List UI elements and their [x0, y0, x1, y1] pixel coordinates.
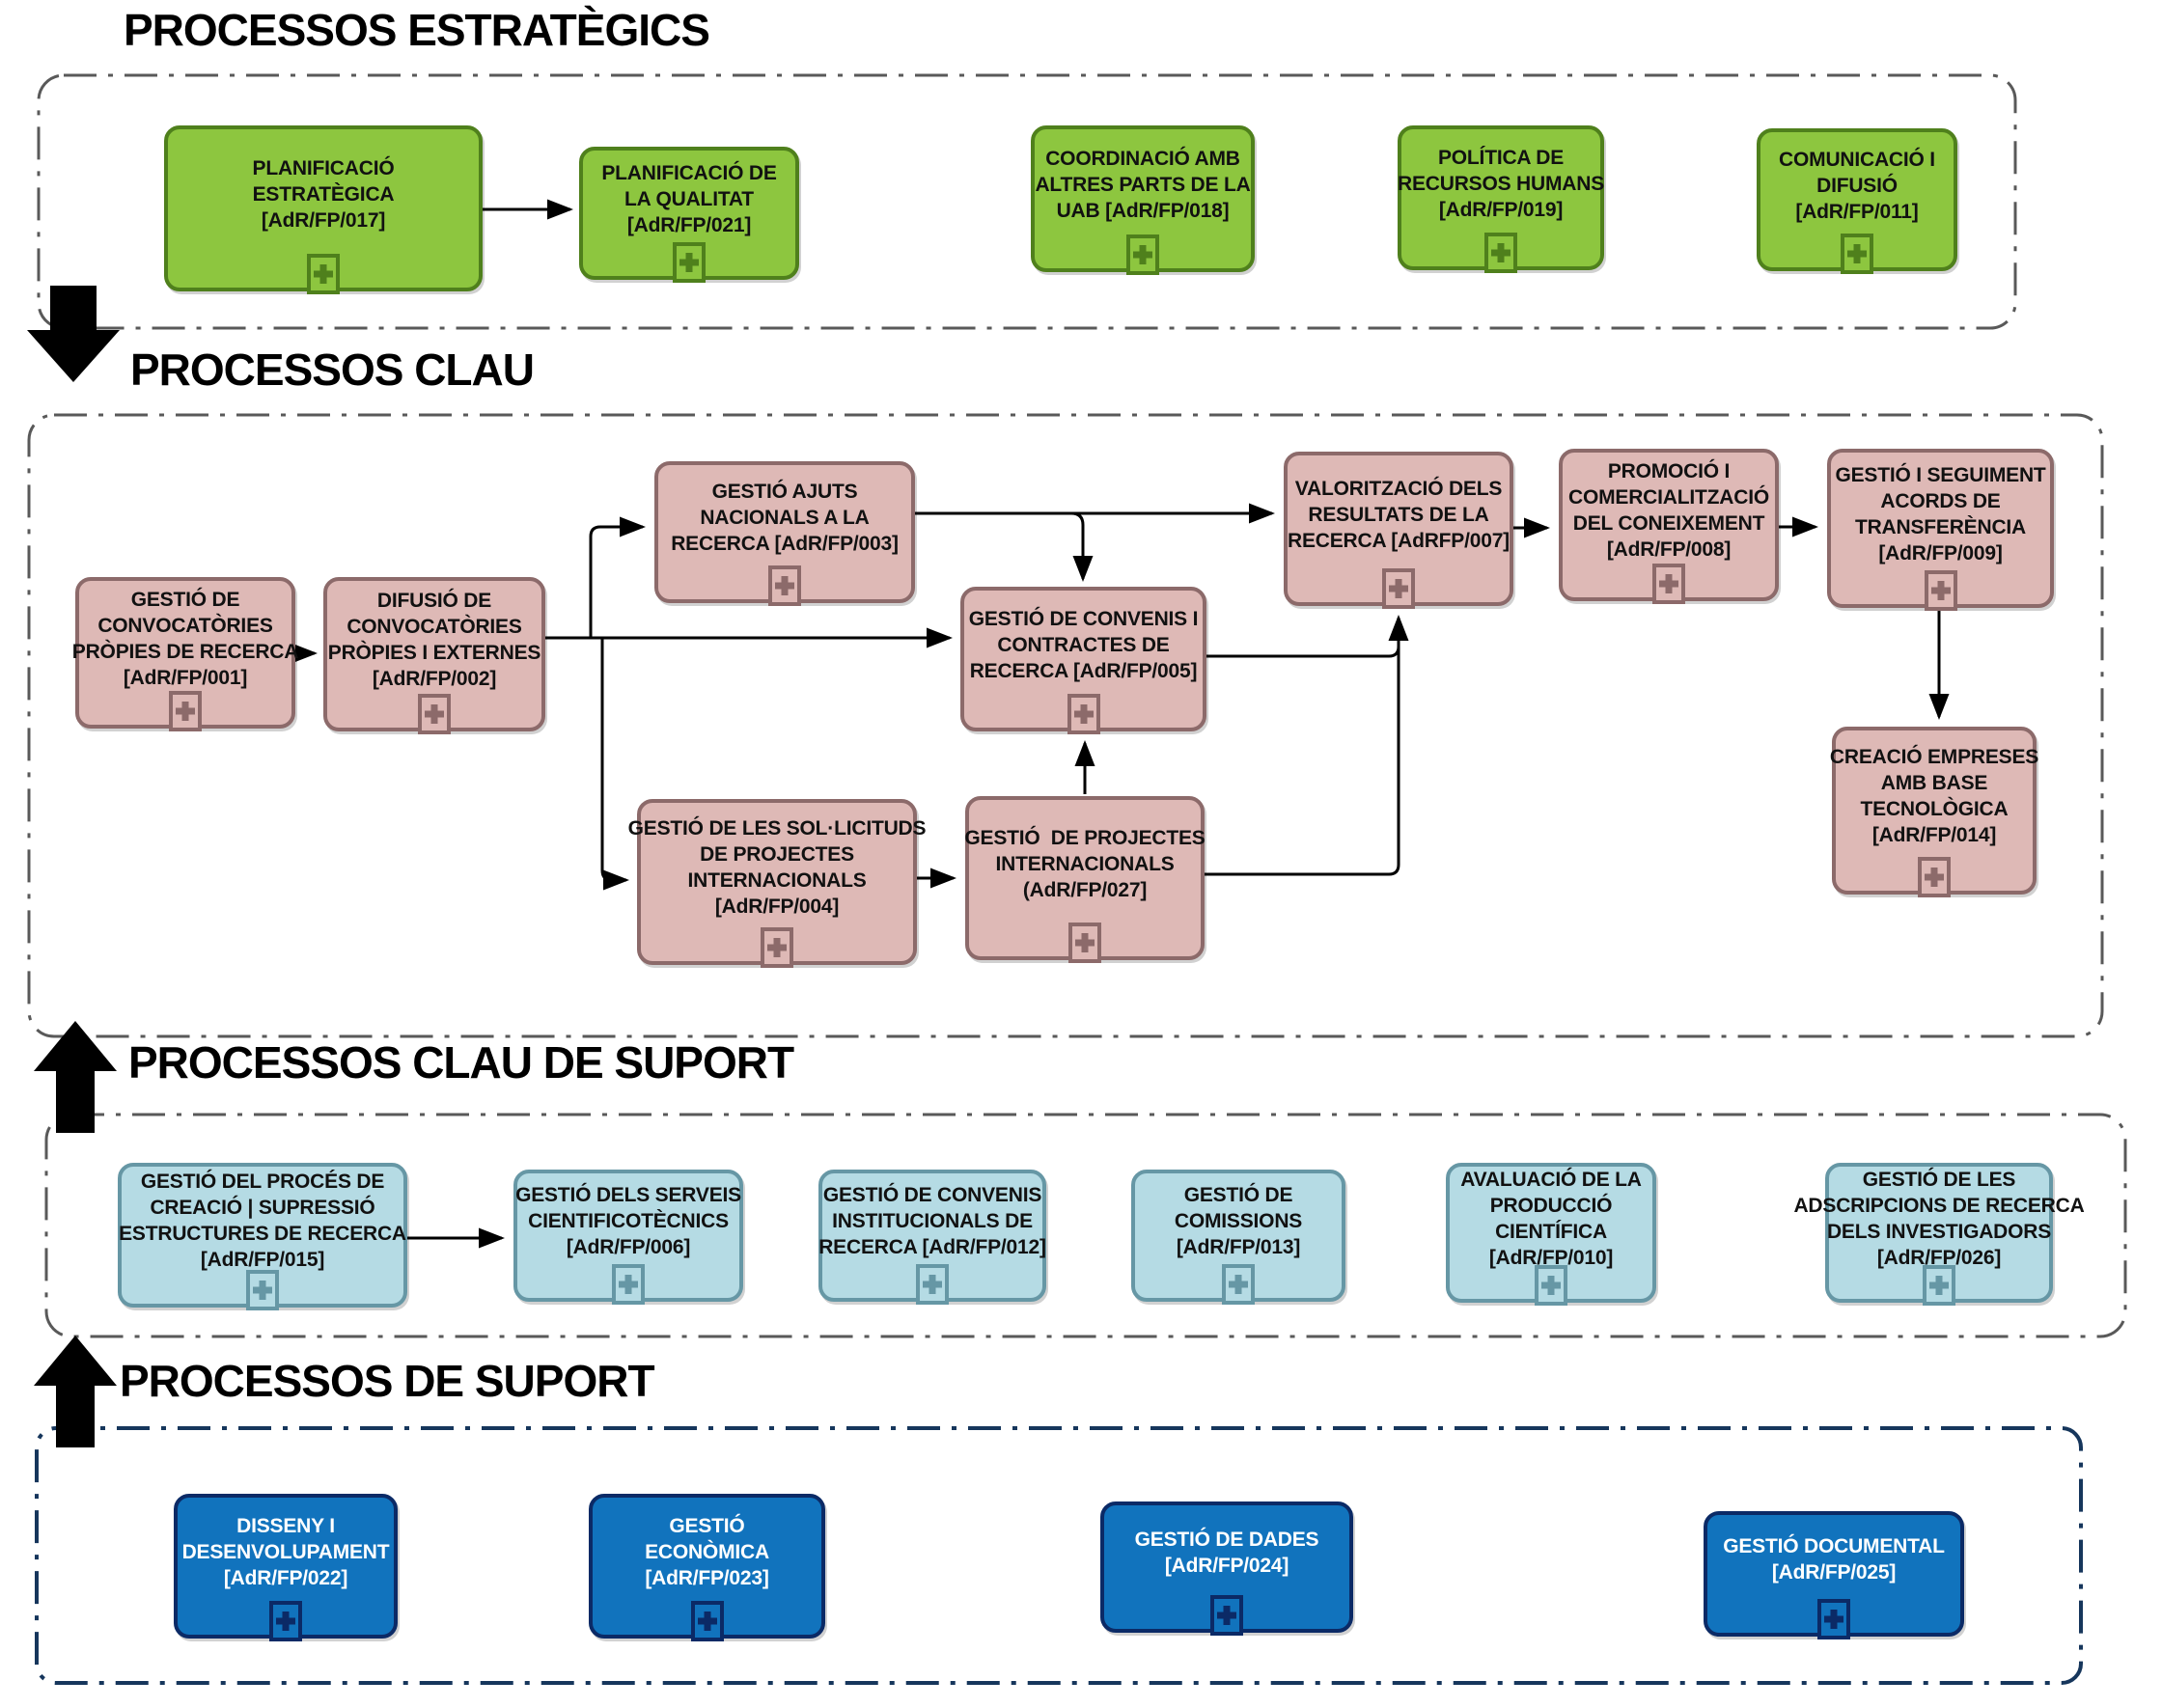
expand-plus-icon[interactable] [1923, 1265, 1955, 1306]
process-box-adr-fp-009[interactable]: GESTIÓ I SEGUIMENT ACORDS DE TRANSFERÈNC… [1827, 449, 2054, 611]
process-box-label: GESTIÓ AJUTS NACIONALS A LA RECERCA [AdR… [671, 481, 899, 555]
process-box-label: GESTIÓ DEL PROCÉS DE CREACIÓ | SUPRESSIÓ… [119, 1171, 406, 1271]
process-box-adr-fp-019[interactable]: POLÍTICA DE RECURSOS HUMANS [AdR/FP/019] [1398, 125, 1605, 273]
expand-plus-icon[interactable] [1068, 923, 1101, 963]
connector-005-007-join [1206, 625, 1400, 658]
process-box-adr-fp-013[interactable]: GESTIÓ DE COMISSIONS [AdR/FP/013] [1131, 1170, 1345, 1305]
expand-plus-icon[interactable] [246, 1270, 279, 1310]
process-box-adr-fp-023[interactable]: GESTIÓ ECONÒMICA [AdR/FP/023] [589, 1494, 825, 1641]
process-box-label: GESTIÓ DE CONVOCATÒRIES PRÒPIES DE RECER… [71, 588, 299, 689]
process-box-adr-fp-002[interactable]: DIFUSIÓ DE CONVOCATÒRIES PRÒPIES I EXTER… [323, 577, 545, 734]
expand-plus-icon[interactable] [1484, 233, 1517, 273]
process-box-adr-fp-003[interactable]: GESTIÓ AJUTS NACIONALS A LA RECERCA [AdR… [654, 461, 915, 606]
connector-027-007 [1205, 615, 1409, 876]
process-box-label: PROMOCIÓ I COMERCIALITZACIÓ DEL CONEIXEM… [1568, 460, 1769, 561]
expand-plus-icon[interactable] [1652, 564, 1685, 604]
process-box-label: GESTIÓ DE LES ADSCRIPCIONS DE RECERCA DE… [1793, 1168, 2085, 1269]
process-box-adr-fp-024[interactable]: GESTIÓ DE DADES [AdR/FP/024] [1100, 1501, 1353, 1636]
process-box-adr-fp-006[interactable]: GESTIÓ DELS SERVEIS CIENTIFICOTÈCNICS [A… [513, 1170, 743, 1305]
expand-plus-icon[interactable] [269, 1601, 302, 1641]
process-box-adr-fp-004[interactable]: GESTIÓ DE LES SOL·LICITUDS DE PROJECTES … [628, 799, 927, 968]
process-box-label: PLANIFICACIÓ ESTRATÈGICA [AdR/FP/017] [252, 156, 395, 232]
process-box-label: GESTIÓ I SEGUIMENT ACORDS DE TRANSFERÈNC… [1835, 463, 2046, 565]
expand-plus-icon[interactable] [916, 1264, 949, 1305]
process-box-adr-fp-026[interactable]: GESTIÓ DE LES ADSCRIPCIONS DE RECERCA DE… [1793, 1163, 2085, 1306]
process-box-label: GESTIÓ DE LES SOL·LICITUDS DE PROJECTES … [627, 817, 927, 918]
container-processos-estrategics [37, 73, 2017, 330]
process-box-adr-fp-001[interactable]: GESTIÓ DE CONVOCATÒRIES PRÒPIES DE RECER… [71, 577, 299, 731]
process-box-adr-fp-014[interactable]: CREACIÓ EMPRESES AMB BASE TECNOLÒGICA [A… [1829, 727, 2039, 897]
process-box-adr-fp-025[interactable]: GESTIÓ DOCUMENTAL [AdR/FP/025] [1704, 1511, 1964, 1639]
connector-002-003 [589, 516, 646, 638]
process-box-adr-fp-027[interactable]: GESTIÓ DE PROJECTES INTERNACIONALS (AdR/… [964, 796, 1206, 963]
expand-plus-icon[interactable] [307, 254, 340, 294]
expand-plus-icon[interactable] [673, 242, 706, 283]
connector-003-005 [1070, 511, 1094, 582]
expand-plus-icon[interactable] [1817, 1599, 1850, 1639]
process-box-adr-fp-012[interactable]: GESTIÓ DE CONVENIS INSTITUCIONALS DE REC… [818, 1170, 1046, 1305]
expand-plus-icon[interactable] [1918, 857, 1951, 897]
process-box-label: GESTIÓ ECONÒMICA [AdR/FP/023] [645, 1514, 769, 1589]
process-box-label: COMUNICACIÓ I DIFUSIÓ [AdR/FP/011] [1779, 148, 1935, 223]
section-title-processos-estrategics: PROCESSOS ESTRATÈGICS [124, 5, 710, 55]
expand-plus-icon[interactable] [169, 691, 202, 731]
process-box-adrfp-007[interactable]: VALORITZACIÓ DELS RESULTATS DE LA RECERC… [1284, 452, 1513, 609]
flow-arrow-up-icon [34, 1336, 117, 1447]
expand-plus-icon[interactable] [1222, 1264, 1255, 1305]
process-box-label: DIFUSIÓ DE CONVOCATÒRIES PRÒPIES I EXTER… [327, 590, 541, 690]
expand-plus-icon[interactable] [768, 565, 801, 606]
process-box-adr-fp-008[interactable]: PROMOCIÓ I COMERCIALITZACIÓ DEL CONEIXEM… [1559, 449, 1779, 604]
section-title-processos-de-suport: PROCESSOS DE SUPORT [120, 1356, 655, 1406]
process-box-label: GESTIÓ DE CONVENIS INSTITUCIONALS DE REC… [818, 1184, 1046, 1258]
section-title-processos-clau: PROCESSOS CLAU [130, 344, 535, 395]
process-box-label: GESTIÓ DE DADES [AdR/FP/024] [1134, 1529, 1319, 1577]
expand-plus-icon[interactable] [1067, 694, 1100, 734]
expand-plus-icon[interactable] [1382, 568, 1415, 609]
process-box-label: GESTIÓ DELS SERVEIS CIENTIFICOTÈCNICS [A… [515, 1184, 741, 1258]
container-processos-de-suport [35, 1426, 2083, 1685]
expand-plus-icon[interactable] [690, 1601, 724, 1641]
process-box-adr-fp-022[interactable]: DISSENY I DESENVOLUPAMENT [AdR/FP/022] [174, 1494, 398, 1641]
expand-plus-icon[interactable] [1126, 234, 1159, 275]
container-processos-clau-de-suport [44, 1113, 2127, 1338]
flow-arrow-up-icon [34, 1021, 117, 1133]
process-box-adr-fp-017[interactable]: PLANIFICACIÓ ESTRATÈGICA [AdR/FP/017] [164, 125, 483, 294]
process-box-label: GESTIÓ DE CONVENIS I CONTRACTES DE RECER… [968, 607, 1199, 682]
process-box-label: GESTIÓ DOCUMENTAL [AdR/FP/025] [1723, 1535, 1945, 1584]
process-box-label: PLANIFICACIÓ DE LA QUALITAT [AdR/FP/021] [601, 161, 777, 236]
expand-plus-icon[interactable] [761, 927, 793, 968]
process-box-label: VALORITZACIÓ DELS RESULTATS DE LA RECERC… [1288, 477, 1510, 552]
process-box-label: CREACIÓ EMPRESES AMB BASE TECNOLÒGICA [A… [1829, 746, 2039, 846]
expand-plus-icon[interactable] [1924, 570, 1957, 611]
process-box-adr-fp-015[interactable]: GESTIÓ DEL PROCÉS DE CREACIÓ | SUPRESSIÓ… [118, 1163, 407, 1310]
process-box-label: POLÍTICA DE RECURSOS HUMANS [AdR/FP/019] [1398, 146, 1605, 221]
process-box-label: AVALUACIÓ DE LA PRODUCCIÓ CIENTÍFICA [Ad… [1460, 1168, 1642, 1269]
flow-arrow-down-icon [27, 286, 120, 382]
expand-plus-icon[interactable] [1210, 1595, 1243, 1636]
process-box-label: GESTIÓ DE COMISSIONS [AdR/FP/013] [1174, 1184, 1303, 1258]
process-box-adr-fp-011[interactable]: COMUNICACIÓ I DIFUSIÓ [AdR/FP/011] [1757, 128, 1957, 274]
process-box-adr-fp-021[interactable]: PLANIFICACIÓ DE LA QUALITAT [AdR/FP/021] [579, 147, 799, 283]
process-box-label: COORDINACIÓ AMB ALTRES PARTS DE LA UAB [… [1035, 147, 1251, 222]
process-box-adr-fp-005[interactable]: GESTIÓ DE CONVENIS I CONTRACTES DE RECER… [960, 587, 1206, 734]
expand-plus-icon[interactable] [612, 1264, 645, 1305]
process-box-label: GESTIÓ DE PROJECTES INTERNACIONALS (AdR/… [964, 826, 1206, 901]
expand-plus-icon[interactable] [418, 694, 451, 734]
expand-plus-icon[interactable] [1535, 1265, 1567, 1306]
process-box-label: DISSENY I DESENVOLUPAMENT [AdR/FP/022] [181, 1514, 390, 1589]
process-box-adr-fp-010[interactable]: AVALUACIÓ DE LA PRODUCCIÓ CIENTÍFICA [Ad… [1446, 1163, 1656, 1306]
connector-002-004 [600, 638, 629, 891]
process-box-adr-fp-018[interactable]: COORDINACIÓ AMB ALTRES PARTS DE LA UAB [… [1031, 125, 1255, 275]
section-title-processos-clau-de-suport: PROCESSOS CLAU DE SUPORT [128, 1037, 794, 1088]
expand-plus-icon[interactable] [1841, 234, 1873, 274]
